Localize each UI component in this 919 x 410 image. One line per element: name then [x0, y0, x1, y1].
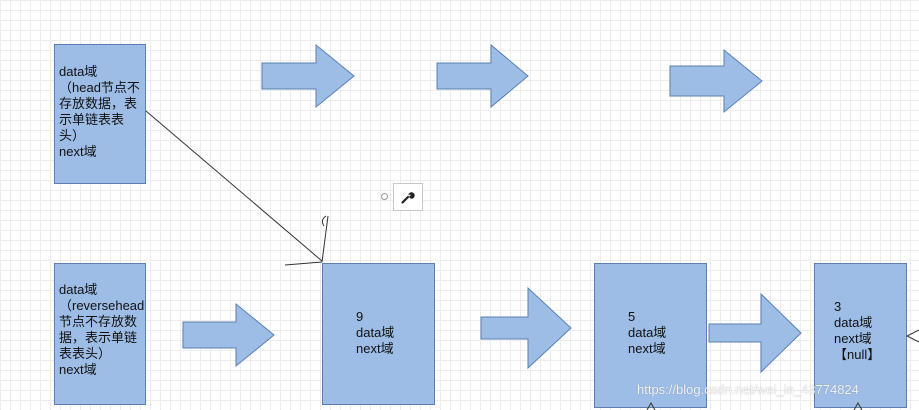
reversehead-node-text: data域 （reversehead节点不存放数据，表示单链表表头） next域 — [59, 282, 145, 377]
node-5[interactable]: 5 data域 next域 — [594, 263, 707, 408]
pointer-tick-horizontal — [284, 261, 323, 266]
node-9[interactable]: 9 data域 next域 — [322, 263, 435, 405]
arrow-bottom-1[interactable] — [182, 302, 275, 368]
pointer-tick-vertical — [321, 215, 329, 263]
selection-handle[interactable] — [381, 193, 388, 200]
head-node-text: data域 （head节点不存放数据，表示单链表表头） next域 — [59, 64, 140, 159]
arrow-top-3[interactable] — [669, 48, 763, 114]
node-9-text: 9 data域 next域 — [356, 309, 395, 356]
tool-button[interactable] — [393, 183, 423, 211]
reversehead-node[interactable]: data域 （reversehead节点不存放数据，表示单链表表头） next域 — [54, 263, 146, 405]
pointer-line[interactable] — [145, 110, 323, 262]
wrench-icon — [401, 192, 415, 204]
node-3-right-chevron — [905, 329, 919, 343]
arrow-bottom-3[interactable] — [708, 292, 802, 374]
node-3-text: 3 data域 next域 【null】 — [834, 299, 881, 362]
watermark: https://blog.csdn.net/wei_in_43774824 — [637, 382, 859, 397]
head-node[interactable]: data域 （head节点不存放数据，表示单链表表头） next域 — [54, 44, 146, 184]
node-5-text: 5 data域 next域 — [628, 309, 667, 356]
arrow-bottom-2[interactable] — [480, 286, 572, 370]
pointer-tick-curl — [321, 215, 327, 227]
node-3[interactable]: 3 data域 next域 【null】 — [814, 263, 907, 408]
node-3-bottom-arrow — [853, 401, 863, 410]
node-5-bottom-arrow — [646, 401, 656, 410]
arrow-top-2[interactable] — [436, 43, 529, 109]
arrow-top-1[interactable] — [261, 43, 355, 109]
